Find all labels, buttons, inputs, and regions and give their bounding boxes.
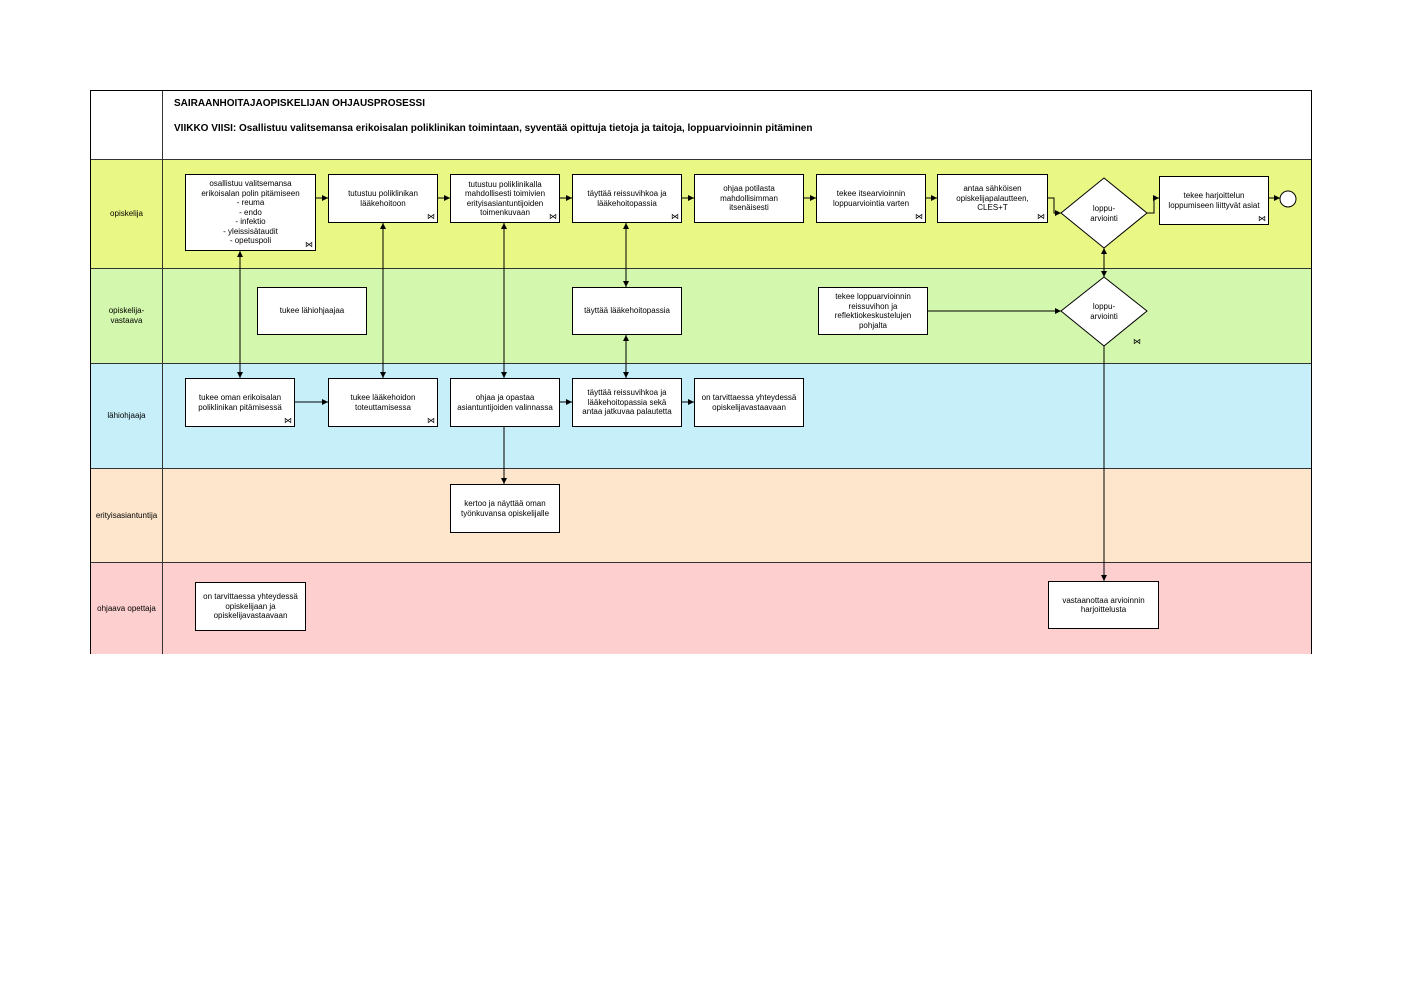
decision-label: loppu- arviointi xyxy=(1090,302,1118,321)
lane-divider xyxy=(162,269,163,363)
lane-label: ohjaava opettaja xyxy=(97,603,156,613)
task-box: täyttää reissuvihkoa ja lääkehoitopassia… xyxy=(572,174,682,223)
subprocess-marker-icon: ⋈ xyxy=(1037,212,1045,221)
task-box: vastaanottaa arvioinnin harjoittelusta xyxy=(1048,581,1159,629)
task-box: tukee lääkehoidon toteuttamisessa ⋈ xyxy=(328,378,438,427)
lane-label: opiskelija xyxy=(110,209,143,218)
task-box: täyttää lääkehoitopassia xyxy=(572,287,682,335)
diagram-subtitle: VIIKKO VIISI: Osallistuu valitsemansa er… xyxy=(174,123,813,134)
subprocess-marker-icon: ⋈ xyxy=(427,416,435,425)
subprocess-marker-icon: ⋈ xyxy=(305,240,313,249)
task-box: tekee harjoittelun loppumiseen liittyvät… xyxy=(1159,176,1269,225)
subprocess-marker-icon: ⋈ xyxy=(549,212,557,221)
task-label: ohjaa ja opastaa asiantuntijoiden valinn… xyxy=(457,393,553,412)
task-label: tekee loppuarvioinnin reissuvihon ja ref… xyxy=(834,292,912,330)
lane-erityisasiantuntija: erityisasiantuntija xyxy=(91,468,1311,562)
task-box: osallistuu valitsemansa erikoisalan poli… xyxy=(185,174,316,251)
task-box: tutustuu poliklinikan lääkehoitoon ⋈ xyxy=(328,174,438,223)
task-label: täyttää lääkehoitopassia xyxy=(584,306,670,316)
task-box: antaa sähköisen opiskelijapalautteen, CL… xyxy=(937,174,1048,223)
task-box: kertoo ja näyttää oman työnkuvansa opisk… xyxy=(450,484,560,533)
lane-divider xyxy=(162,160,163,268)
lane-divider xyxy=(162,91,163,159)
task-label: tutustuu poliklinikalla mahdollisesti to… xyxy=(464,179,546,218)
lane-divider xyxy=(162,563,163,654)
task-box: tukee lähiohjaajaa xyxy=(257,287,367,335)
decision-label: loppu- arviointi xyxy=(1090,204,1118,223)
task-label: antaa sähköisen opiskelijapalautteen, CL… xyxy=(956,184,1029,213)
task-label: tukee lähiohjaajaa xyxy=(279,306,345,316)
diagram-title: SAIRAANHOITAJAOPISKELIJAN OHJAUSPROSESSI xyxy=(174,98,425,109)
lane-divider xyxy=(162,364,163,468)
task-label: tukee oman erikoisalan poliklinikan pitä… xyxy=(198,393,282,412)
header-band: SAIRAANHOITAJAOPISKELIJAN OHJAUSPROSESSI… xyxy=(91,91,1311,159)
lane-divider xyxy=(162,469,163,562)
task-box: ohjaa potilasta mahdollisimman itsenäise… xyxy=(694,174,804,223)
task-box: tutustuu poliklinikalla mahdollisesti to… xyxy=(450,174,560,223)
subprocess-marker-icon: ⋈ xyxy=(671,212,679,221)
lane-label: erityisasiantuntija xyxy=(95,510,158,520)
lane-label: opiskelija- vastaava xyxy=(108,306,145,325)
task-label: vastaanottaa arvioinnin harjoittelusta xyxy=(1062,595,1145,615)
task-box: tukee oman erikoisalan poliklinikan pitä… xyxy=(185,378,295,427)
task-label: täyttää reissuvihkoa ja lääkehoitopassia xyxy=(587,189,667,208)
task-box: on tarvittaessa yhteydessä opiskelijavas… xyxy=(694,378,804,427)
task-box: täyttää reissuvihkoa ja lääkehoitopassia… xyxy=(572,378,682,427)
task-label: ohjaa potilasta mahdollisimman itsenäise… xyxy=(720,184,778,213)
task-label: tutustuu poliklinikan lääkehoitoon xyxy=(348,189,418,208)
task-label: tekee harjoittelun loppumiseen liittyvät… xyxy=(1168,191,1260,210)
subprocess-marker-icon: ⋈ xyxy=(915,212,923,221)
task-label: osallistuu valitsemansa erikoisalan poli… xyxy=(201,179,300,246)
task-label: kertoo ja näyttää oman työnkuvansa opisk… xyxy=(460,499,550,518)
subprocess-marker-icon: ⋈ xyxy=(284,416,292,425)
task-label: tekee itsearvioinnin loppuarviointia var… xyxy=(832,189,910,208)
task-label: tukee lääkehoidon toteuttamisessa xyxy=(350,393,416,412)
task-box: tekee loppuarvioinnin reissuvihon ja ref… xyxy=(818,287,928,335)
subprocess-marker-icon: ⋈ xyxy=(1133,337,1141,346)
task-box: on tarvittaessa yhteydessä opiskelijaan … xyxy=(195,582,306,631)
task-label: täyttää reissuvihkoa ja lääkehoitopassia… xyxy=(582,388,672,417)
task-label: on tarvittaessa yhteydessä opiskelijaan … xyxy=(203,592,298,621)
subprocess-marker-icon: ⋈ xyxy=(1258,214,1266,223)
subprocess-marker-icon: ⋈ xyxy=(427,212,435,221)
task-box: ohjaa ja opastaa asiantuntijoiden valinn… xyxy=(450,378,560,427)
task-box: tekee itsearvioinnin loppuarviointia var… xyxy=(816,174,926,223)
task-label: on tarvittaessa yhteydessä opiskelijavas… xyxy=(701,393,797,412)
lane-label: lähiohjaaja xyxy=(107,411,146,420)
